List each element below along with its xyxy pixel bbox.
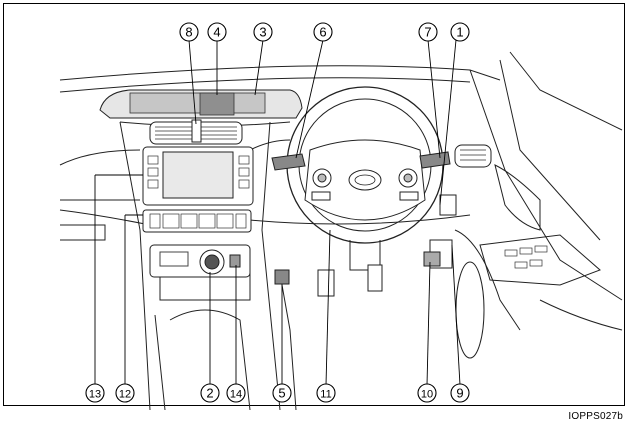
svg-text:7: 7: [424, 25, 431, 40]
svg-text:12: 12: [119, 389, 131, 401]
callout-4: 4: [207, 22, 227, 42]
callout-9: 9: [450, 383, 470, 403]
windshield-outline: [59, 51, 623, 301]
left-lever: [271, 153, 306, 171]
svg-text:1: 1: [456, 25, 463, 40]
right-lever: [419, 151, 451, 169]
diagram-frame: [3, 3, 625, 406]
parking-brake-pedal: [274, 269, 290, 285]
center-vents: [149, 119, 243, 145]
callout-5: 5: [272, 383, 292, 403]
lower-center-console: [149, 244, 251, 278]
image-code-label: IOPPS027b: [568, 411, 623, 422]
callout-2: 2: [200, 383, 220, 403]
callout-1: 1: [450, 22, 470, 42]
svg-text:3: 3: [259, 25, 266, 40]
svg-text:13: 13: [89, 389, 101, 401]
svg-text:14: 14: [230, 389, 242, 401]
overhead-display-housing: [99, 89, 303, 119]
svg-text:9: 9: [456, 386, 463, 401]
leader-lines: [94, 39, 461, 386]
svg-text:6: 6: [319, 25, 326, 40]
climate-control-panel: [142, 209, 252, 233]
audio-display-unit: [142, 146, 254, 206]
sensor-block: [199, 92, 235, 116]
callout-7: 7: [418, 22, 438, 42]
svg-text:10: 10: [421, 389, 433, 401]
right-dash-and-door: [423, 144, 623, 359]
steering-switch-right: [398, 168, 419, 201]
svg-text:8: 8: [185, 25, 192, 40]
steering-wheel: [286, 86, 444, 271]
callout-12: 12: [115, 383, 135, 403]
steering-emblem: [348, 169, 382, 191]
dashboard-body: [59, 121, 471, 411]
pedals: [274, 264, 383, 411]
callout-14: 14: [226, 383, 246, 403]
callout-3: 3: [253, 22, 273, 42]
svg-text:2: 2: [206, 386, 213, 401]
head-up-display-panel: [129, 92, 266, 114]
callout-10: 10: [417, 383, 437, 403]
callout-6: 6: [313, 22, 333, 42]
callout-11: 11: [316, 383, 336, 403]
svg-text:4: 4: [213, 25, 220, 40]
svg-text:11: 11: [320, 389, 331, 401]
lower-right-switch: [423, 251, 441, 267]
svg-text:5: 5: [278, 386, 285, 401]
callout-13: 13: [85, 383, 105, 403]
accessory-switch: [229, 254, 241, 268]
steering-switch-left: [311, 168, 332, 201]
callout-8: 8: [179, 22, 199, 42]
